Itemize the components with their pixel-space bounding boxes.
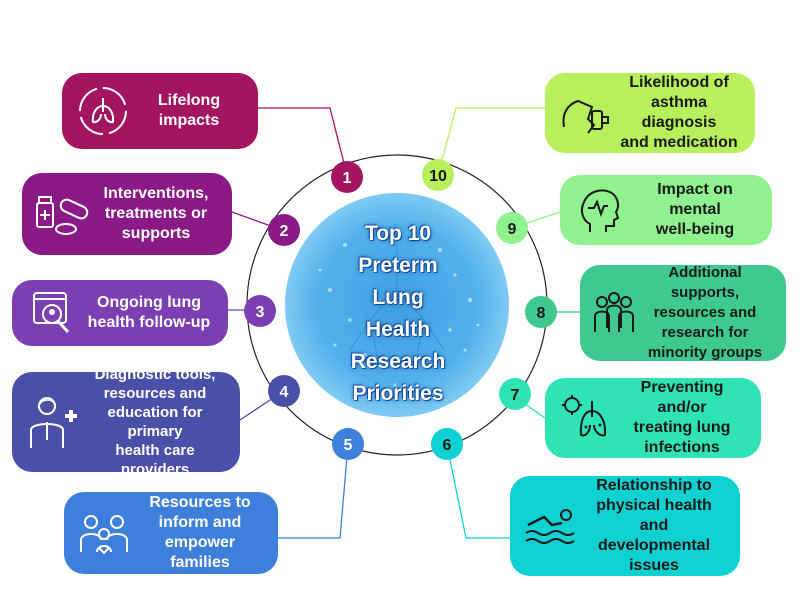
priority-card-4: Diagnostic tools, resources and educatio… — [12, 366, 240, 478]
priority-card-2: Interventions, treatments or supports — [22, 173, 232, 255]
priority-label-10: Likelihood of asthma diagnosis and medic… — [620, 74, 738, 151]
priority-card-6: Relationship to physical health and deve… — [510, 476, 740, 576]
infected-lungs-icon — [557, 389, 615, 447]
priority-label-8: Additional supports, resources and resea… — [647, 264, 763, 361]
family-icon — [76, 504, 134, 562]
number-badge-text-3: 3 — [256, 304, 265, 321]
magnifier-person-icon — [24, 284, 82, 342]
center-circle — [285, 193, 509, 417]
doctor-icon — [24, 393, 82, 451]
number-badge-text-9: 9 — [508, 221, 517, 238]
number-badge-7 — [499, 378, 531, 410]
connector-6 — [446, 444, 510, 539]
number-badge-text-5: 5 — [344, 437, 353, 454]
title-line: Preterm — [358, 254, 438, 277]
priority-card-10: Likelihood of asthma diagnosis and medic… — [545, 73, 755, 153]
number-badge-4 — [268, 375, 300, 407]
swimmer-icon — [522, 497, 580, 555]
number-badge-1 — [331, 161, 363, 193]
center-title: Top 10 Preterm Lung Health Research Prio… — [318, 218, 478, 410]
number-badge-5 — [332, 428, 364, 460]
title-line: Lung — [372, 286, 424, 309]
priority-card-3: Ongoing lung health follow-up — [12, 280, 228, 346]
number-badge-text-1: 1 — [343, 170, 352, 187]
connector-10 — [437, 107, 545, 176]
number-badge-text-6: 6 — [443, 437, 452, 454]
priority-label-1: Lifelong impacts — [157, 92, 221, 129]
priority-label-4: Diagnostic tools, resources and educatio… — [94, 366, 216, 478]
number-badge-text-7: 7 — [511, 387, 520, 404]
lungs-cycle-icon — [74, 82, 132, 140]
inhaler-icon — [557, 84, 615, 142]
number-badge-6 — [431, 428, 463, 460]
title-line: Priorities — [352, 382, 444, 405]
number-badge-10 — [422, 159, 454, 191]
title-line: Research — [350, 350, 446, 373]
head-heartbeat-icon — [572, 181, 630, 239]
number-badge-3 — [244, 295, 276, 327]
number-badge-2 — [268, 214, 300, 246]
connector-1 — [258, 107, 348, 176]
bronchi-lines — [349, 230, 445, 361]
priority-card-9: Impact on mental well-being — [560, 175, 772, 245]
priority-label-2: Interventions, treatments or supports — [103, 185, 209, 242]
title-line: Health — [365, 318, 431, 341]
lung-pattern — [318, 238, 480, 387]
priority-card-1: Lifelong impacts — [62, 73, 258, 149]
number-badge-text-2: 2 — [280, 223, 289, 240]
group-icon — [592, 284, 636, 342]
connector-5 — [278, 444, 349, 539]
priority-card-5: Resources to inform and empower families — [64, 492, 278, 574]
priority-card-8: Additional supports, resources and resea… — [580, 264, 786, 361]
medication-icon — [34, 185, 92, 243]
number-circles: 1 2 3 4 5 6 7 8 9 10 — [244, 159, 557, 460]
priority-label-5: Resources to inform and empower families — [149, 494, 251, 571]
number-badge-text-8: 8 — [537, 305, 546, 322]
priority-label-7: Preventing and/or treating lung infectio… — [633, 379, 731, 456]
priority-label-9: Impact on mental well-being — [655, 181, 735, 238]
number-badge-8 — [525, 296, 557, 328]
title-line: Top 10 — [364, 222, 432, 245]
priority-label-6: Relationship to physical health and deve… — [596, 477, 712, 574]
number-badge-text-4: 4 — [280, 384, 289, 401]
number-badge-text-10: 10 — [429, 168, 447, 185]
number-badge-9 — [496, 212, 528, 244]
priority-card-7: Preventing and/or treating lung infectio… — [545, 378, 761, 458]
priority-label-3: Ongoing lung health follow-up — [87, 294, 211, 331]
